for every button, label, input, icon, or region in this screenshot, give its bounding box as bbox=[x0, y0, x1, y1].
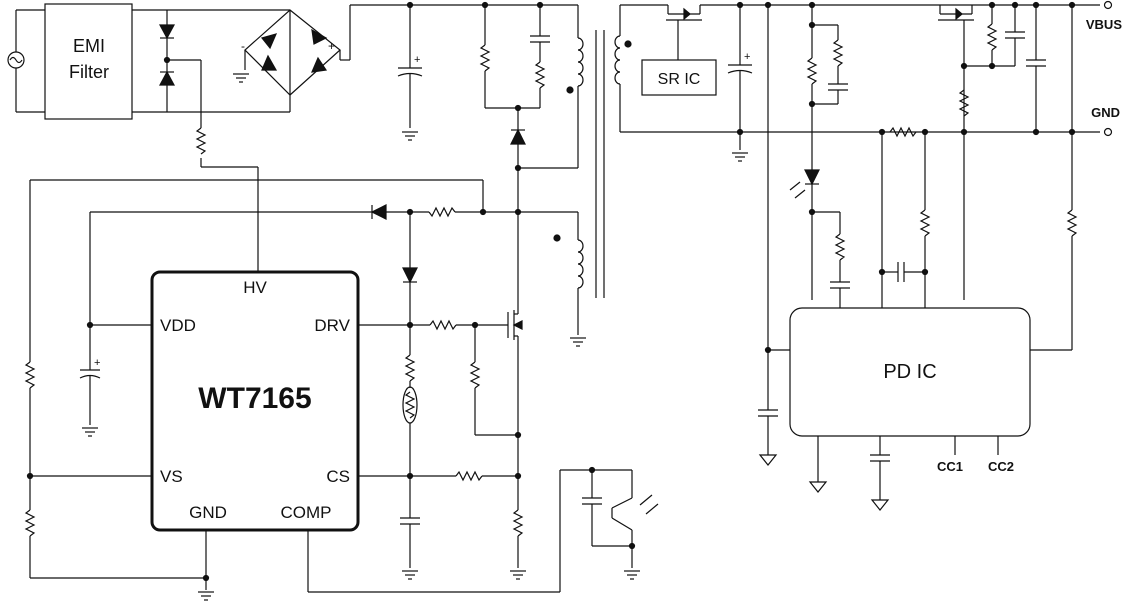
vbus-label: VBUS bbox=[1086, 17, 1122, 32]
sr-ic-box bbox=[641, 59, 717, 96]
pin-vs: VS bbox=[160, 467, 183, 486]
pd-ic-label: PD IC bbox=[883, 361, 936, 383]
emi-filter-box bbox=[44, 3, 133, 120]
sr-mosfet bbox=[666, 4, 1100, 60]
pin-cs: CS bbox=[326, 467, 350, 486]
emi-label-line1: EMI bbox=[73, 36, 105, 56]
vdd-capacitor bbox=[79, 324, 152, 437]
ac-source bbox=[7, 9, 45, 113]
cc1-label: CC1 bbox=[937, 459, 963, 474]
sr-ic-label: SR IC bbox=[658, 71, 701, 88]
hv-startup-diodes bbox=[166, 10, 259, 272]
rcd-snubber bbox=[479, 5, 550, 272]
bridge-plus-mark: + bbox=[328, 39, 335, 53]
optocoupler-transistor bbox=[582, 470, 659, 580]
gate-driver-network bbox=[358, 212, 518, 580]
load-switch-mosfet bbox=[938, 5, 1025, 300]
vs-divider bbox=[24, 361, 206, 579]
output-cap-plus-mark: + bbox=[744, 51, 750, 63]
bridge-minus-mark: - bbox=[241, 39, 245, 53]
bridge-rectifier bbox=[232, 4, 578, 112]
bulk-cap-plus-mark: + bbox=[414, 54, 420, 66]
primary-mosfet bbox=[507, 272, 523, 510]
controller-ic-name: WT7165 bbox=[198, 382, 311, 415]
emi-label-line2: Filter bbox=[69, 62, 109, 82]
pd-ic-box bbox=[789, 307, 1031, 437]
optocoupler-led-branch bbox=[789, 5, 850, 308]
controller-ic-box bbox=[150, 270, 360, 532]
vdd-cap-plus-mark: + bbox=[94, 357, 100, 369]
bulk-capacitor bbox=[397, 5, 423, 141]
pin-hv: HV bbox=[243, 278, 267, 297]
output-capacitor bbox=[727, 5, 753, 162]
pin-vdd: VDD bbox=[160, 316, 196, 335]
pin-gnd: GND bbox=[189, 503, 227, 522]
current-sense bbox=[358, 470, 527, 580]
gnd-output-label: GND bbox=[1091, 105, 1120, 120]
pin-comp: COMP bbox=[281, 503, 332, 522]
transformer bbox=[518, 5, 621, 300]
cc2-label: CC2 bbox=[988, 459, 1014, 474]
pin-drv: DRV bbox=[314, 316, 350, 335]
compensation-network bbox=[881, 126, 931, 308]
vbus-output-network bbox=[1026, 5, 1078, 351]
